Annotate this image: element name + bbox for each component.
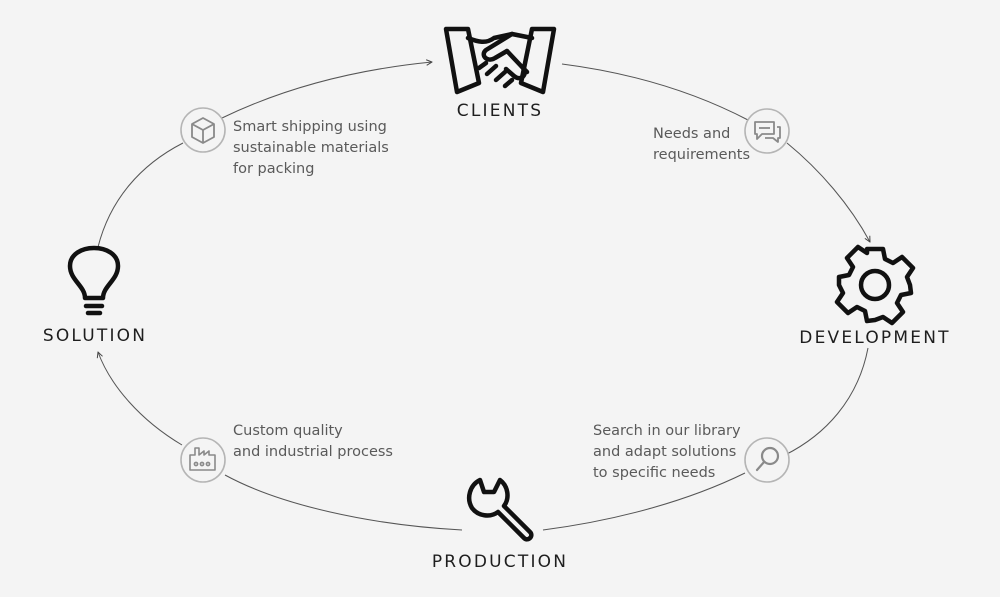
arc-development-to-search bbox=[784, 347, 869, 456]
step-text-line: Needs and bbox=[653, 126, 731, 142]
chat-bubbles-icon bbox=[754, 121, 781, 143]
step-text-search: Search in our library and adapt solution… bbox=[593, 421, 741, 484]
arc-shipping-to-clients bbox=[221, 62, 432, 119]
arc-needs-to-development bbox=[786, 142, 870, 242]
badge-shipping bbox=[180, 107, 226, 153]
wrench-icon bbox=[467, 477, 534, 542]
node-label-solution: SOLUTION bbox=[43, 326, 147, 346]
badge-search bbox=[744, 437, 790, 483]
step-text-line: sustainable materials bbox=[233, 140, 389, 156]
arc-custom-to-solution bbox=[98, 352, 183, 446]
cycle-arcs bbox=[97, 62, 870, 531]
step-text-shipping: Smart shipping using sustainable materia… bbox=[233, 117, 389, 180]
node-label-development: DEVELOPMENT bbox=[799, 328, 950, 348]
factory-icon bbox=[189, 447, 216, 471]
arc-clients-to-needs bbox=[561, 63, 749, 121]
badge-custom bbox=[180, 437, 226, 483]
step-text-needs: Needs and requirements bbox=[653, 124, 750, 166]
step-text-line: Custom quality bbox=[233, 423, 343, 439]
step-text-line: for packing bbox=[233, 161, 315, 177]
step-text-line: Search in our library bbox=[593, 423, 741, 439]
arc-search-to-production bbox=[542, 472, 746, 531]
badge-needs bbox=[744, 108, 790, 154]
magnifier-icon bbox=[755, 446, 780, 472]
gear-icon bbox=[834, 244, 916, 326]
node-label-production: PRODUCTION bbox=[432, 552, 568, 572]
step-text-custom: Custom quality and industrial process bbox=[233, 421, 393, 463]
box-icon bbox=[191, 117, 215, 144]
step-text-line: and adapt solutions bbox=[593, 444, 737, 460]
step-text-line: requirements bbox=[653, 147, 751, 163]
lightbulb-icon bbox=[67, 245, 121, 316]
step-text-line: Smart shipping using bbox=[233, 119, 387, 135]
node-label-clients: CLIENTS bbox=[457, 101, 543, 121]
handshake-icon bbox=[443, 26, 557, 95]
arc-production-to-custom bbox=[224, 474, 463, 531]
step-text-line: to specific needs bbox=[593, 465, 716, 481]
arc-solution-to-shipping bbox=[97, 142, 184, 248]
step-text-line: and industrial process bbox=[233, 444, 393, 460]
